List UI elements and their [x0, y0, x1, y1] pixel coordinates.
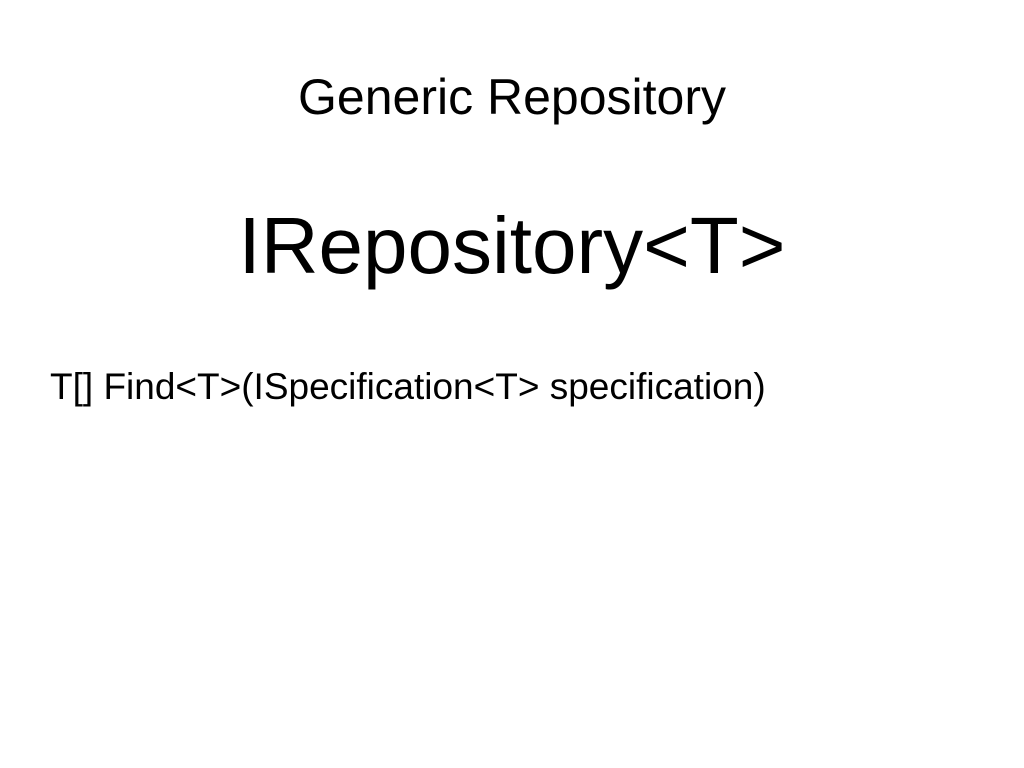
interface-heading: IRepository<T>	[238, 201, 786, 290]
method-signature: T[] Find<T>(ISpecification<T> specificat…	[50, 366, 766, 407]
slide-title: Generic Repository	[298, 69, 726, 125]
